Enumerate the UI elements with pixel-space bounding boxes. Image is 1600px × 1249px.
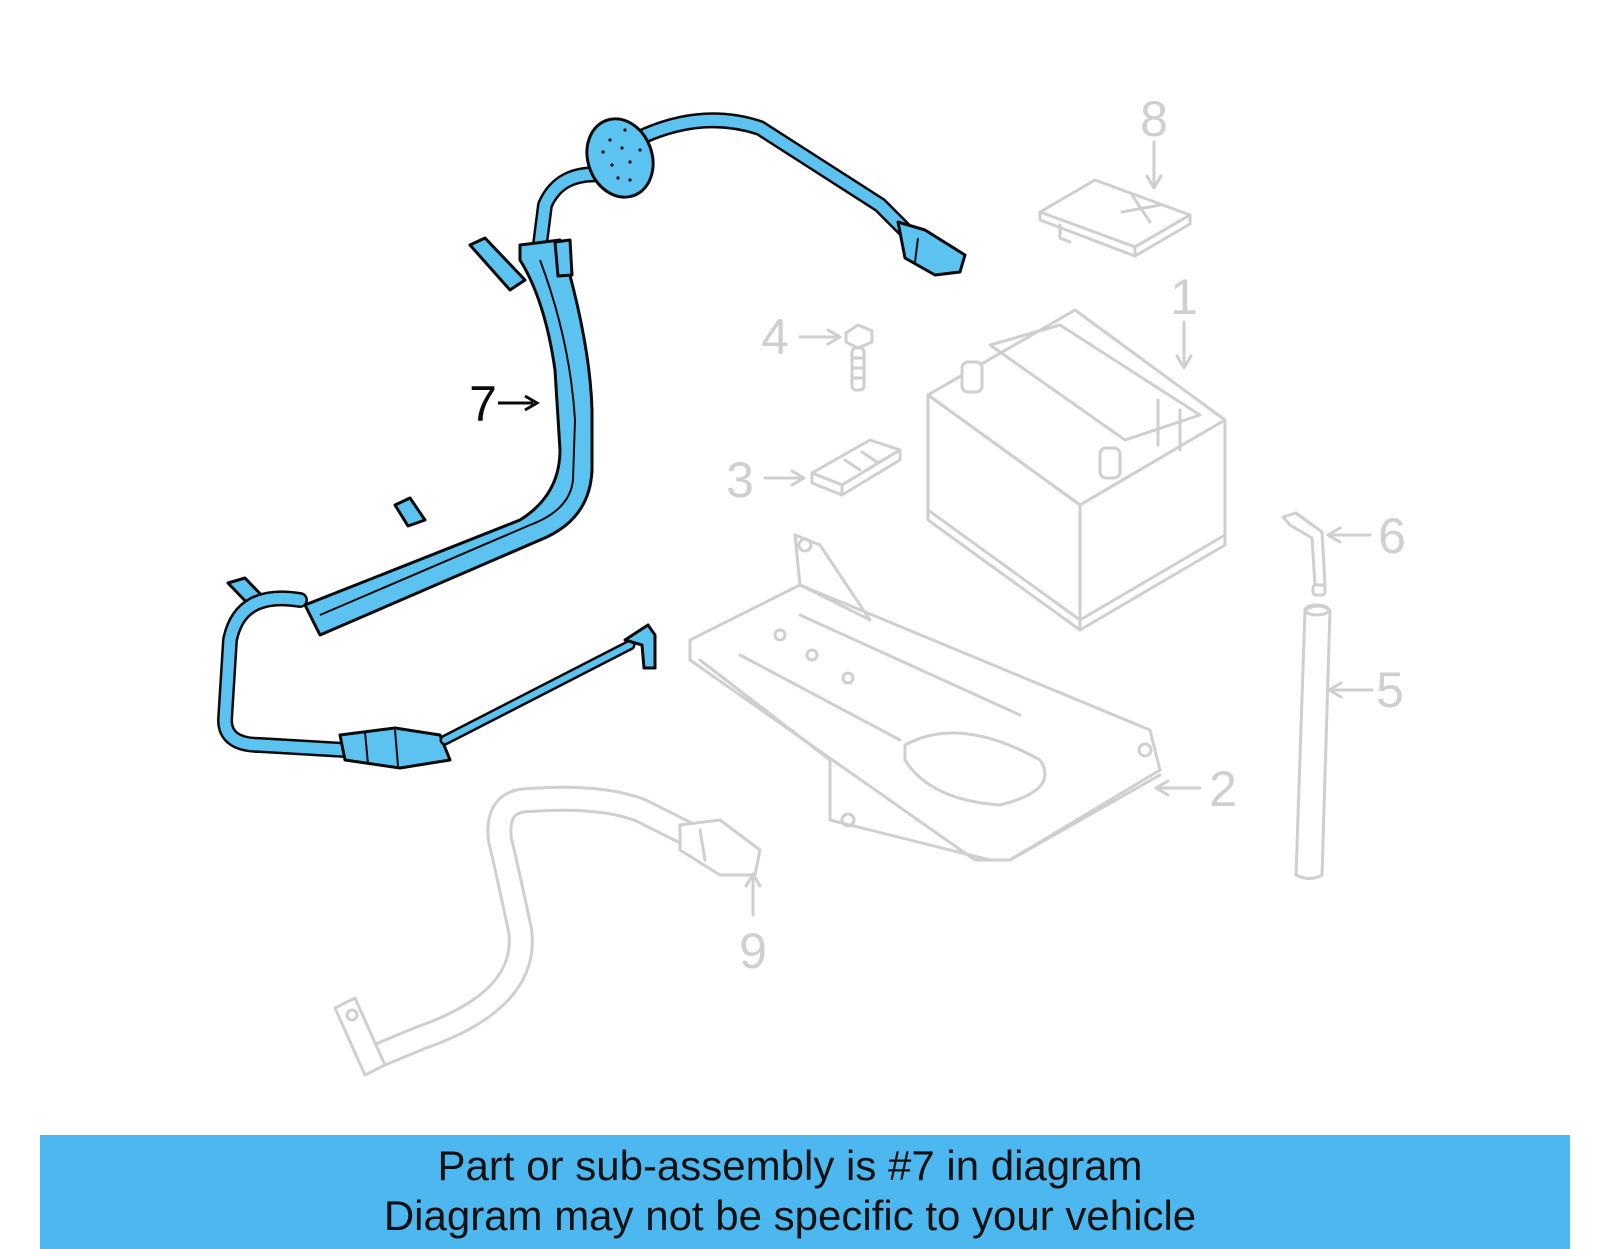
arrowhead-3	[790, 469, 806, 487]
callout-9[interactable]: 9	[739, 923, 767, 979]
banner-line-1: Part or sub-assembly is #7 in diagram	[437, 1142, 1143, 1189]
arrowhead-2	[1154, 779, 1170, 797]
callout-3[interactable]: 3	[726, 452, 754, 508]
part-5-vent-hose[interactable]	[1294, 603, 1332, 880]
callout-8[interactable]: 8	[1140, 91, 1168, 147]
arrowhead-7	[524, 394, 540, 412]
callout-6[interactable]: 6	[1378, 508, 1406, 564]
callout-7[interactable]: 7	[469, 376, 497, 432]
part-3-clamp[interactable]	[810, 438, 902, 497]
part-4-bolt[interactable]	[844, 323, 874, 392]
arrowhead-6	[1326, 526, 1342, 544]
arrowhead-9	[744, 872, 762, 888]
arrowhead-4	[826, 328, 842, 346]
part-2-battery-tray[interactable]	[688, 533, 1162, 862]
callout-1[interactable]: 1	[1170, 269, 1198, 325]
arrowhead-5	[1327, 681, 1343, 699]
part-6-vent-elbow[interactable]	[1281, 511, 1327, 597]
part-7-positive-cable[interactable]	[217, 109, 967, 770]
callout-4[interactable]: 4	[761, 309, 789, 365]
part-8-terminal-cover[interactable]	[1038, 178, 1192, 258]
part-1-battery[interactable]	[926, 308, 1227, 632]
banner-line-2: Diagram may not be specific to your vehi…	[383, 1192, 1197, 1239]
info-banner: Part or sub-assembly is #7 in diagram Di…	[40, 1135, 1570, 1249]
callout-2[interactable]: 2	[1209, 761, 1237, 817]
callout-5[interactable]: 5	[1376, 662, 1404, 718]
arrowhead-8	[1145, 174, 1163, 190]
part-9-negative-cable[interactable]	[333, 785, 762, 1077]
arrowhead-1	[1175, 354, 1193, 370]
